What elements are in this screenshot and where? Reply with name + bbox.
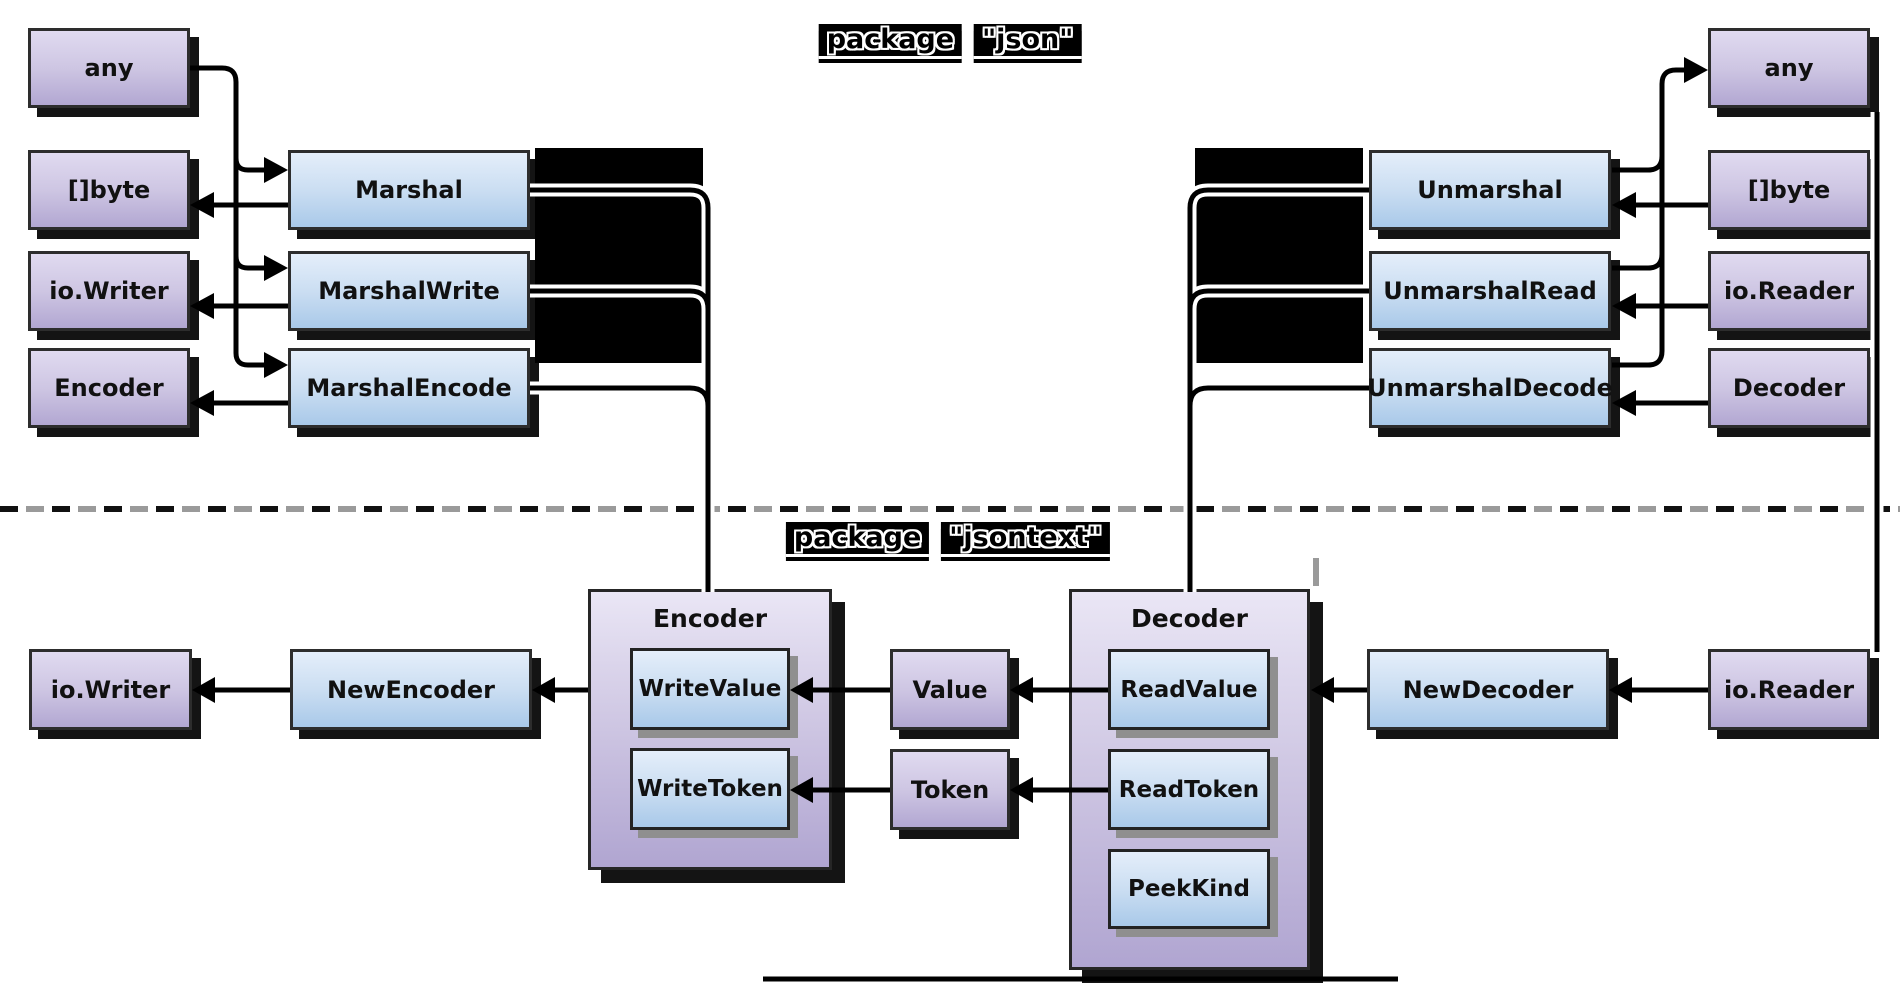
package-jsontext-title-word1: package	[785, 522, 930, 554]
type-box-bytes-left: []byte	[28, 150, 190, 230]
type-box-ioreader-top: io.Reader	[1708, 251, 1870, 331]
func-box-newdecoder: NewDecoder	[1367, 649, 1609, 730]
method-box-writetoken: WriteToken	[630, 748, 790, 830]
func-box-newencoder: NewEncoder	[290, 649, 532, 730]
package-json-title-word2: "json"	[974, 24, 1082, 56]
package-jsontext-title: package "jsontext"	[785, 522, 1111, 554]
method-box-peekkind: PeekKind	[1108, 849, 1270, 929]
func-box-marshalencode: MarshalEncode	[288, 348, 530, 428]
type-box-ioreader-bottom: io.Reader	[1708, 649, 1870, 730]
any-feed-right-arrowhead	[1684, 57, 1708, 83]
method-box-writevalue: WriteValue	[630, 648, 790, 730]
func-box-unmarshal: Unmarshal	[1369, 150, 1611, 230]
connector-trunks	[530, 112, 1880, 652]
type-box-bytes-right: []byte	[1708, 150, 1870, 230]
encoder-container: Encoder WriteValue WriteToken	[588, 589, 832, 870]
marshalencode-to-encoder-line	[530, 385, 711, 407]
decoder-container-title: Decoder	[1131, 604, 1248, 633]
redaction-rect-right	[1195, 148, 1363, 363]
type-box-any-right: any	[1708, 28, 1870, 108]
func-box-unmarshaldecode: UnmarshalDecode	[1367, 348, 1613, 428]
any-feed-left	[190, 65, 264, 368]
package-json-title-word1: package	[818, 24, 963, 56]
func-box-marshalwrite: MarshalWrite	[288, 251, 530, 331]
type-box-iowriter-top: io.Writer	[28, 251, 190, 331]
gray-tick-above-decoder	[1313, 558, 1319, 586]
type-box-token: Token	[890, 749, 1010, 830]
connector-casings	[530, 112, 1884, 652]
func-box-marshal: Marshal	[288, 150, 530, 230]
decoder-container: ReadValue ReadToken PeekKind Decoder	[1069, 589, 1310, 970]
package-jsontext-title-word2: "jsontext"	[941, 522, 1111, 554]
type-box-decoder-top: Decoder	[1708, 348, 1870, 428]
type-box-value: Value	[890, 649, 1010, 730]
type-box-any-left: any	[28, 28, 190, 108]
any-feed-left-arrowheads	[264, 157, 288, 378]
unmarshal-input-lines	[1636, 202, 1708, 406]
redaction-rect-left	[535, 148, 703, 363]
method-box-readvalue: ReadValue	[1108, 649, 1270, 730]
method-box-readtoken: ReadToken	[1108, 749, 1270, 830]
encoder-container-title: Encoder	[652, 604, 768, 633]
type-box-iowriter-bottom: io.Writer	[29, 649, 192, 730]
type-box-encoder-top: Encoder	[28, 348, 190, 428]
package-json-title: package "json"	[818, 24, 1082, 56]
marshalwrite-to-encoder-line	[530, 288, 711, 310]
marshal-to-encoder-line	[530, 187, 711, 592]
marshal-output-lines	[213, 202, 288, 406]
unmarshalread-to-decoder-line	[1187, 288, 1369, 310]
func-box-unmarshalread: UnmarshalRead	[1369, 251, 1611, 331]
unmarshal-to-decoder-line	[1187, 187, 1369, 592]
unmarshaldecode-to-decoder-line	[1187, 385, 1369, 407]
unmarshal-input-arrowheads	[1612, 192, 1636, 416]
any-feed-right	[1612, 67, 1684, 368]
marshal-output-arrowheads	[190, 192, 214, 416]
